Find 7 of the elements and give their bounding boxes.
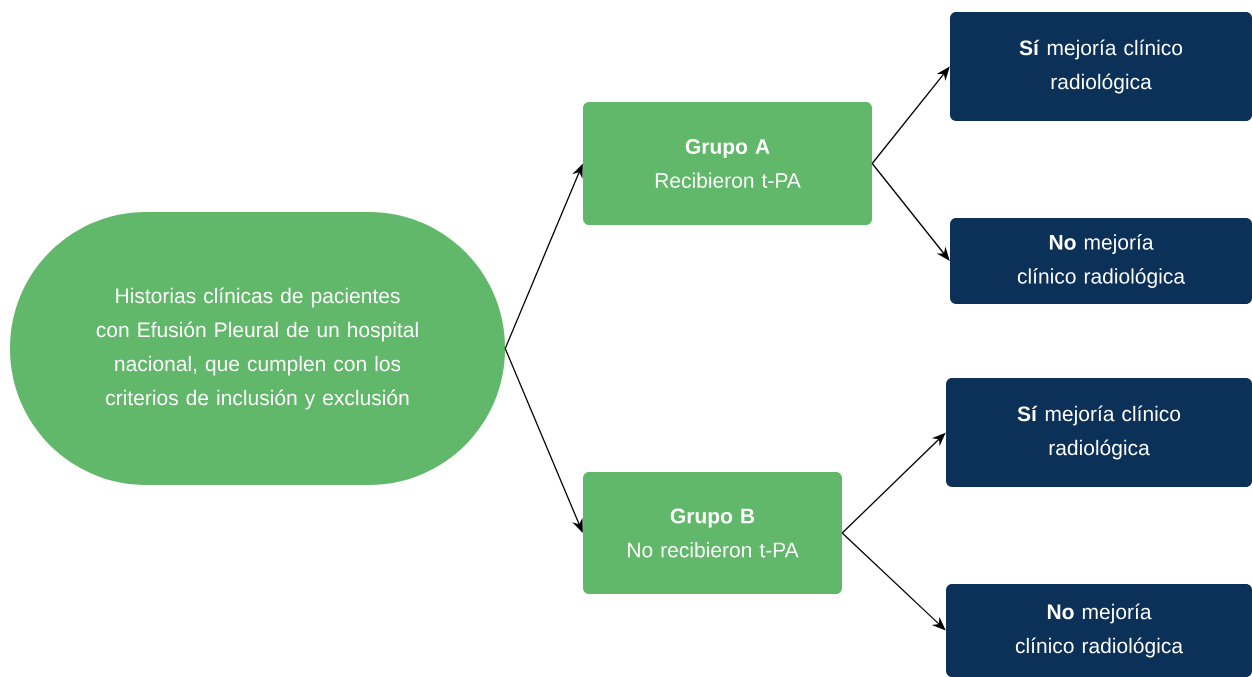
outcome-box: No mejoría clínico radiológica [950, 218, 1252, 304]
group-box: Grupo B No recibieron t-PA [583, 472, 842, 594]
outcome-box: Sí mejoría clínico radiológica [950, 12, 1252, 121]
arrow [871, 162, 950, 261]
outcome-box: No mejoría clínico radiológica [946, 584, 1252, 677]
group-box: Grupo A Recibieron t-PA [583, 102, 872, 225]
outcome-box: Sí mejoría clínico radiológica [946, 378, 1252, 487]
